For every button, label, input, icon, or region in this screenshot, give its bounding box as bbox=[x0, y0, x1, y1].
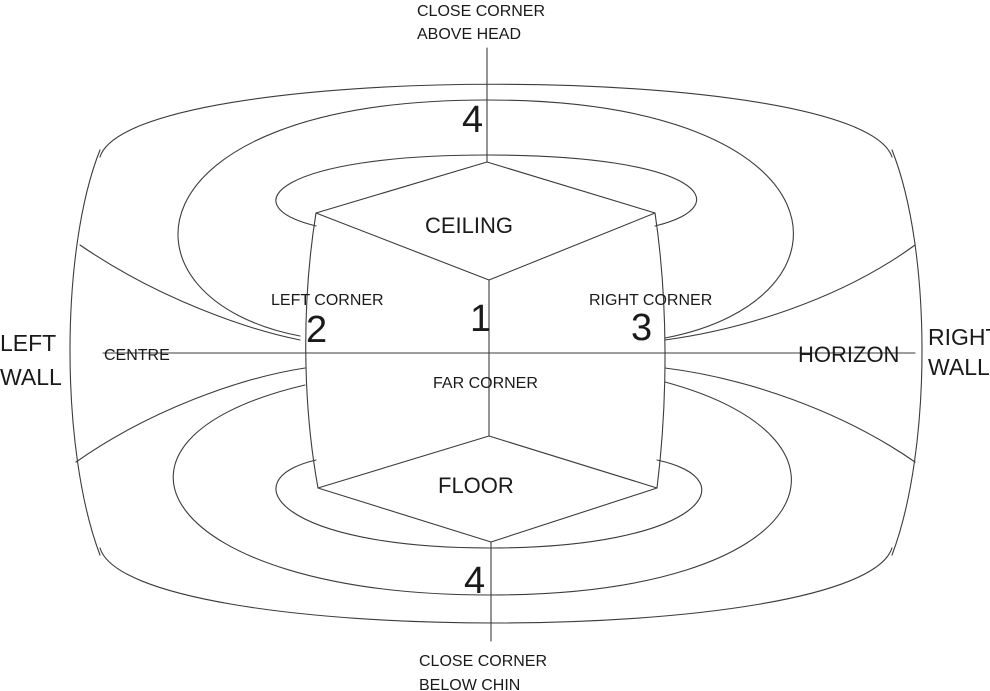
number-bottom: 4 bbox=[464, 560, 485, 602]
right-corner-edge bbox=[654, 212, 666, 489]
bottom-label-line2: BELOW CHIN bbox=[419, 677, 520, 691]
right-upper-wall-curve bbox=[664, 244, 916, 341]
left-lower-wall-curve bbox=[75, 367, 306, 463]
right-lower-wall-curve bbox=[664, 367, 916, 463]
lower-ellipse-small bbox=[275, 459, 703, 549]
left-upper-wall-curve bbox=[79, 244, 301, 341]
right-corner-label: RIGHT CORNER bbox=[589, 292, 712, 309]
left-wall-label-line2: WALL bbox=[0, 364, 62, 390]
number-left: 2 bbox=[306, 309, 327, 351]
left-corner-label: LEFT CORNER bbox=[271, 292, 384, 309]
floor-face bbox=[317, 435, 658, 543]
upper-ellipse-large bbox=[177, 99, 794, 339]
ceiling-label: CEILING bbox=[425, 213, 513, 238]
outer-right-curve bbox=[891, 149, 923, 556]
lower-ellipse-large bbox=[172, 381, 792, 596]
outer-left-curve bbox=[69, 149, 101, 556]
number-centre: 1 bbox=[470, 298, 491, 340]
left-wall-label-line1: LEFT bbox=[0, 330, 56, 356]
right-wall-label-line1: RIGHT bbox=[928, 324, 990, 350]
bottom-label-line1: CLOSE CORNER bbox=[419, 653, 547, 670]
centre-label: CENTRE bbox=[104, 347, 170, 364]
upper-ellipse-small bbox=[275, 154, 698, 227]
number-right: 3 bbox=[631, 307, 652, 349]
outer-ellipse-top-arc bbox=[99, 83, 893, 158]
number-top: 4 bbox=[462, 99, 483, 141]
outer-ellipse-bottom-arc bbox=[99, 547, 893, 624]
left-corner-edge bbox=[305, 212, 319, 489]
ceiling-face bbox=[315, 161, 656, 281]
floor-label: FLOOR bbox=[438, 473, 514, 498]
right-wall-label-line2: WALL bbox=[928, 354, 990, 380]
top-label-line1: CLOSE CORNER bbox=[417, 3, 545, 20]
horizon-label: HORIZON bbox=[798, 342, 899, 367]
far-corner-label: FAR CORNER bbox=[433, 375, 538, 392]
top-label-line2: ABOVE HEAD bbox=[417, 26, 521, 43]
